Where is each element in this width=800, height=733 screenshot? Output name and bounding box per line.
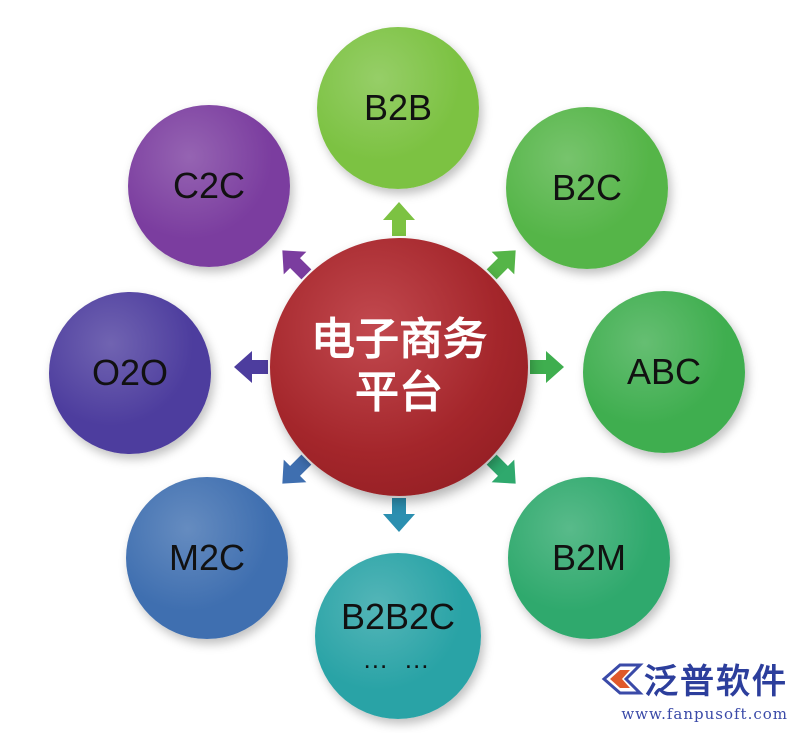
node-m2c-label: M2C <box>168 537 245 579</box>
arrow-to-b2c <box>486 250 516 280</box>
brand-url: www.fanpusoft.com <box>621 705 788 723</box>
arrow-to-abc <box>530 351 564 383</box>
arrow-to-m2c <box>282 454 312 484</box>
node-b2c-label: B2C <box>551 167 623 209</box>
node-b2b2c-label: B2B2C <box>340 595 456 637</box>
node-o2o: O2O <box>49 292 211 454</box>
arrow-to-b2b2c <box>383 498 415 532</box>
node-b2m-label: B2M <box>551 537 627 579</box>
arrow-to-o2o <box>234 351 268 383</box>
brand-watermark: 泛普软件 www.fanpusoft.com <box>600 654 788 723</box>
node-c2c-label: C2C <box>172 165 246 207</box>
node-b2b2c: B2B2C … … <box>315 553 481 719</box>
node-o2o-label: O2O <box>91 352 169 394</box>
node-abc-label: ABC <box>626 351 702 393</box>
arrow-to-c2c <box>282 250 312 280</box>
brand-logo-icon <box>601 663 644 694</box>
center-line-2: 平台 <box>355 368 443 417</box>
center-line-1: 电子商务 <box>311 315 487 365</box>
node-b2c: B2C <box>506 107 668 269</box>
arrow-to-b2b <box>383 202 415 236</box>
node-m2c: M2C <box>126 477 288 639</box>
node-abc: ABC <box>583 291 745 453</box>
center-node: 电子商务 平台 <box>270 238 528 496</box>
node-b2m: B2M <box>508 477 670 639</box>
node-b2b-label: B2B <box>363 87 433 129</box>
node-b2b: B2B <box>317 27 479 189</box>
node-b2b2c-ellipsis: … … <box>362 644 434 675</box>
arrow-to-b2m <box>486 454 516 484</box>
node-c2c: C2C <box>128 105 290 267</box>
brand-name: 泛普软件 <box>644 663 788 701</box>
